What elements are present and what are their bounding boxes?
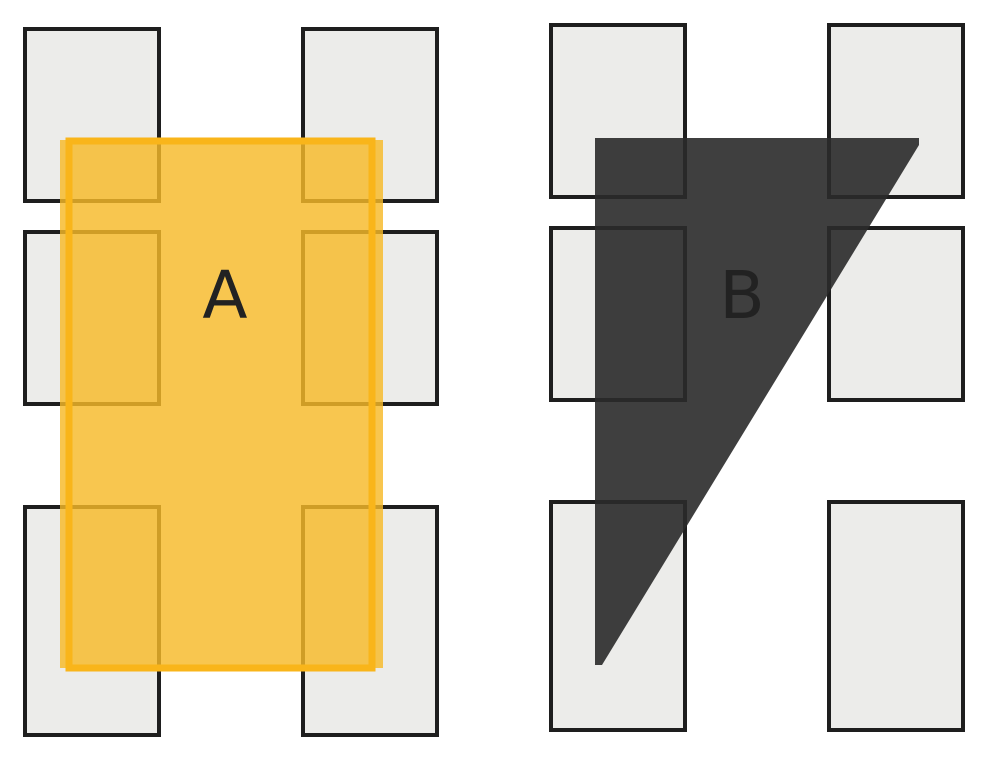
label-b: B	[719, 257, 764, 334]
slot-right-mid-right	[827, 226, 965, 402]
region-b: B	[595, 138, 919, 665]
region-b-triangle	[595, 138, 919, 665]
region-a-fill	[60, 140, 383, 668]
region-a: A	[60, 137, 383, 672]
slot-right-bottom-right	[827, 500, 965, 732]
region-a-border	[65, 137, 376, 672]
label-a: A	[202, 257, 247, 334]
